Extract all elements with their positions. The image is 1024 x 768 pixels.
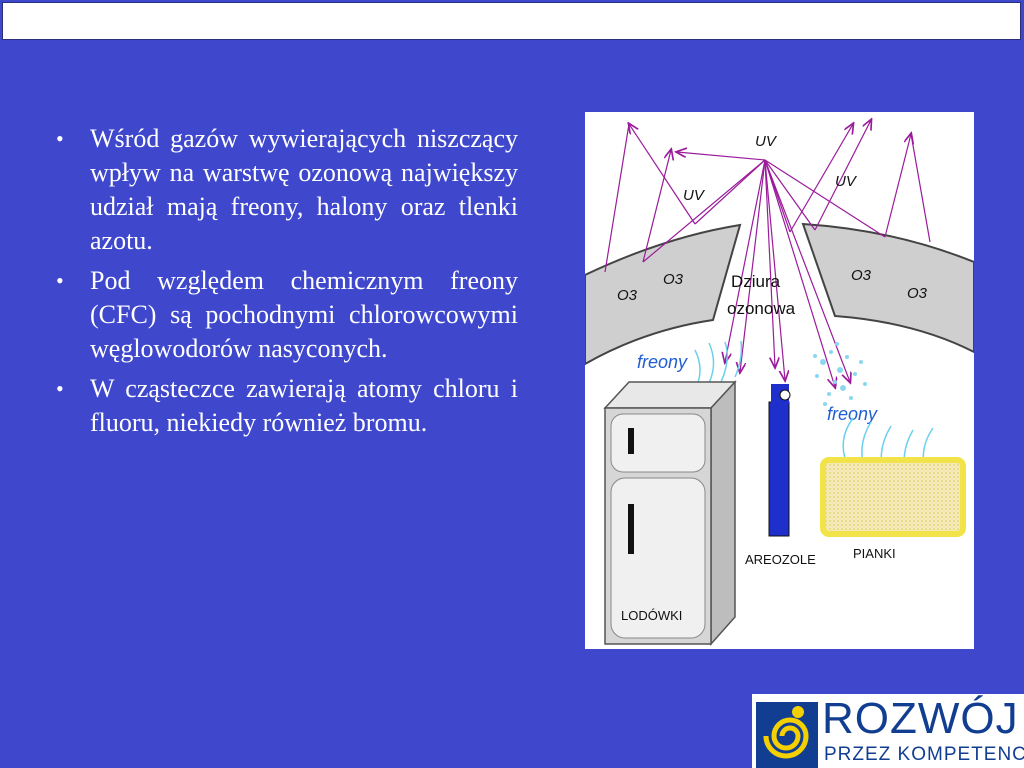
ozone-layer-right [801, 222, 975, 354]
o3-label: O3 [907, 285, 928, 302]
ozone-hole-label: Dziura [731, 272, 781, 291]
freon-cloud [813, 342, 867, 406]
logo-wordmark: ROZWÓJ [822, 694, 1019, 743]
fridge [603, 380, 737, 646]
ozone-hole-illustration: UV UV UV O3 O3 O3 O3 Dziura ozonowa freo… [584, 112, 975, 649]
spray-can [768, 401, 790, 537]
pianki-label: PIANKI [853, 546, 896, 561]
logo-tagline: PRZEZ KOMPETENCJE [824, 744, 1024, 765]
o3-label: O3 [663, 271, 684, 288]
bullet-text: Pod względem chemicznym freony (CFC) są … [90, 266, 518, 363]
logo-mark-icon [756, 702, 818, 768]
bullet-text: Wśród gazów wywierających niszczący wpły… [90, 124, 518, 255]
uv-label-top: UV [755, 133, 778, 150]
bullet-item: • W cząsteczce zawierają atomy chloru i f… [52, 372, 518, 440]
ozone-diagram: UV UV UV O3 O3 O3 O3 Dziura ozonowa freo… [584, 112, 975, 646]
o3-label: O3 [617, 287, 638, 304]
foam-block [820, 457, 966, 537]
title-bar [2, 2, 1021, 40]
bullet-list: • Wśród gazów wywierających niszczący wpł… [52, 122, 518, 446]
uv-label-right: UV [835, 173, 858, 190]
bullet-item: • Pod względem chemicznym freony (CFC) są… [52, 264, 518, 366]
bullet-dot: • [56, 376, 64, 401]
bullet-dot: • [56, 268, 64, 293]
areozole-label: AREOZOLE [745, 552, 816, 567]
bullet-item: • Wśród gazów wywierających niszczący wpł… [52, 122, 518, 258]
freony-label-left: freony [637, 352, 688, 372]
bullet-dot: • [56, 126, 64, 151]
o3-label: O3 [851, 267, 872, 284]
nozzle-icon [779, 389, 791, 401]
lodowki-label: LODÓWKI [621, 608, 682, 623]
ozone-hole-label: ozonowa [727, 299, 796, 318]
bullet-text: W cząsteczce zawierają atomy chloru i fl… [90, 374, 518, 437]
freony-label-right: freony [827, 404, 878, 424]
uv-label-left: UV [683, 187, 706, 204]
uv-rays [604, 120, 931, 387]
logo: ROZWÓJ PRZEZ KOMPETENCJE [752, 694, 1024, 768]
ozone-layer-left [584, 223, 742, 366]
